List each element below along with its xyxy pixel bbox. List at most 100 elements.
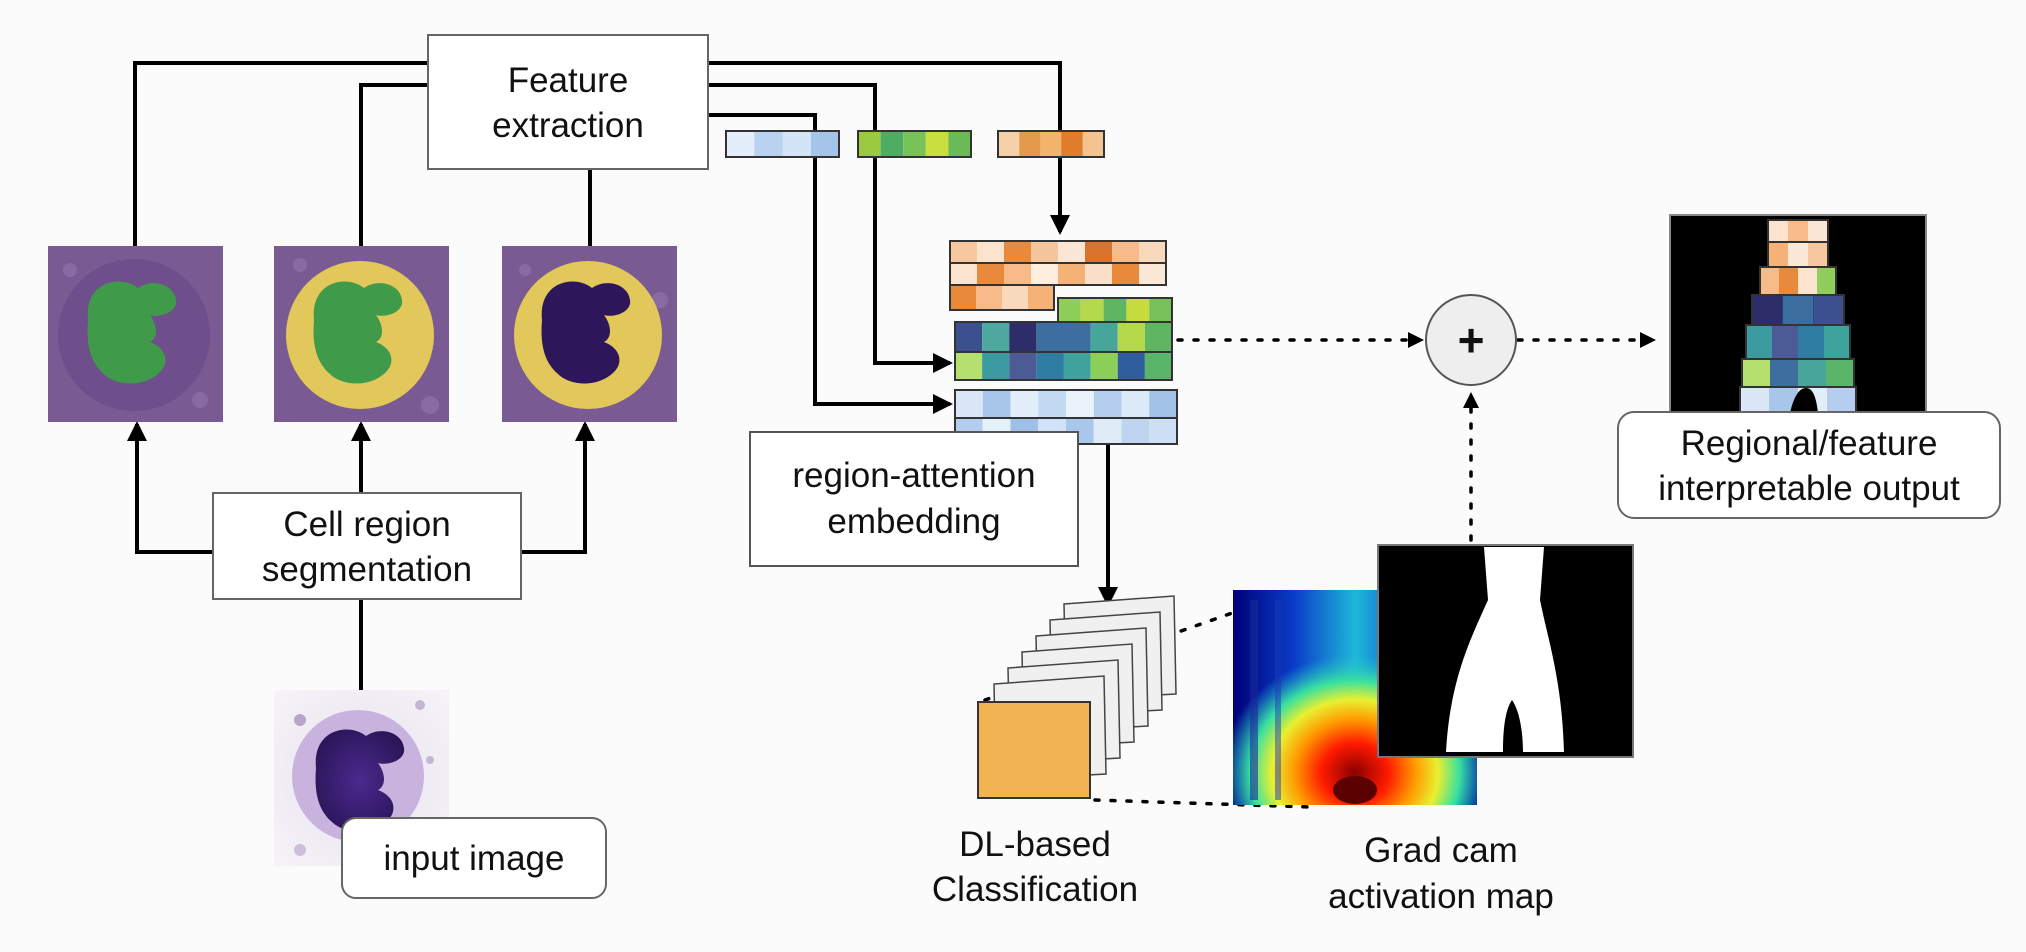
embedding-orange-row-cell bbox=[977, 241, 1004, 263]
output-region-row-cell bbox=[1742, 359, 1770, 387]
output-region-row-cell bbox=[1746, 325, 1772, 359]
dotted-class-to-cam-bottom bbox=[1093, 798, 1312, 809]
embedding-orange-row-cell bbox=[1004, 263, 1031, 285]
embedding-orange-row-cell bbox=[1058, 241, 1085, 263]
input-image-label: input image bbox=[384, 839, 565, 878]
green-feature-cell bbox=[948, 131, 971, 157]
output-region-row-cell bbox=[1788, 242, 1808, 267]
embedding-green-row-cell bbox=[1149, 298, 1172, 322]
orange-feature-cell bbox=[1061, 131, 1083, 157]
output-region-row-cell bbox=[1808, 220, 1828, 242]
embedding-green-row-cell bbox=[1144, 322, 1172, 352]
feature-extraction-box: Feature extraction bbox=[427, 34, 709, 170]
output-region-row-cell bbox=[1768, 220, 1788, 242]
embedding-green-row-cell bbox=[1126, 298, 1150, 322]
output-region-row-cell bbox=[1798, 325, 1824, 359]
embedding-blue-row-cell bbox=[982, 390, 1011, 418]
output-region-row-cell bbox=[1798, 359, 1826, 387]
gradcam-mask bbox=[1377, 544, 1634, 758]
arrowhead-up-to-combine bbox=[1463, 392, 1479, 408]
embedding-orange-row-cell bbox=[1112, 241, 1139, 263]
nucleus-green-mask-2 bbox=[313, 281, 403, 384]
embedding-green-row-cell bbox=[1058, 298, 1081, 322]
green-feature-outline bbox=[857, 130, 972, 158]
gradcam-label: Grad cam activation map bbox=[1328, 831, 1554, 916]
connector-feature-to-orange bbox=[707, 61, 1070, 235]
nucleus-dark-mask bbox=[541, 281, 631, 384]
blue-feature-outline bbox=[725, 130, 840, 158]
orange-feature-cell bbox=[1019, 131, 1041, 157]
segmentation-label-line1: Cell region bbox=[283, 505, 450, 544]
embedding-green-row-cell bbox=[1090, 352, 1118, 380]
output-region-row-cell bbox=[1808, 242, 1828, 267]
embedding-blue-row-cell bbox=[1121, 418, 1150, 444]
embedding-green-row-cell bbox=[1090, 322, 1118, 352]
nucleus-green-mask bbox=[87, 281, 177, 384]
classification-stack bbox=[977, 595, 1177, 799]
embedding-blue-row-cell bbox=[1093, 390, 1122, 418]
cell-image-nucleus bbox=[48, 246, 223, 422]
segmentation-label-line2: segmentation bbox=[262, 550, 472, 589]
connector-feature-to-blue bbox=[707, 113, 953, 414]
embedding-orange-row-cell bbox=[1139, 263, 1166, 285]
orange-feature-cell bbox=[1082, 131, 1104, 157]
embedding-green-row-cell bbox=[955, 322, 983, 352]
connector-cell2-to-feature bbox=[359, 83, 430, 246]
blue-feature-cell bbox=[726, 131, 755, 157]
feature-vector-orange bbox=[997, 130, 1105, 158]
embedding-stack bbox=[949, 240, 1178, 445]
connector-feature-to-green bbox=[707, 83, 953, 373]
embedding-orange-row-cell bbox=[950, 263, 977, 285]
output-region-row-cell bbox=[1798, 267, 1817, 295]
input-image-label-box: input image bbox=[341, 817, 607, 899]
connector-seg-to-cell1 bbox=[127, 421, 214, 554]
connector-lines bbox=[127, 61, 1118, 690]
embedding-green-row-cell bbox=[1103, 298, 1127, 322]
green-feature-cell bbox=[903, 131, 926, 157]
embedding-orange-row-cell bbox=[976, 285, 1002, 310]
combine-symbol: + bbox=[1458, 314, 1485, 366]
embedding-orange-row-cell bbox=[950, 241, 977, 263]
embedding-blue-row-cell bbox=[1149, 390, 1177, 418]
embedding-blue-row-cell bbox=[1010, 390, 1039, 418]
embedding-blue-row-cell bbox=[1121, 390, 1150, 418]
output-label-line1: Regional/feature bbox=[1681, 424, 1938, 463]
embedding-orange-row-cell bbox=[1058, 263, 1085, 285]
feature-vector-green bbox=[857, 130, 972, 158]
orange-feature-cell bbox=[998, 131, 1020, 157]
blue-feature-cell bbox=[782, 131, 811, 157]
output-region-row-cell bbox=[1782, 295, 1814, 325]
feature-extraction-label-line2: extraction bbox=[492, 106, 644, 145]
segmentation-box: Cell region segmentation bbox=[212, 492, 522, 600]
arrowhead-to-combine bbox=[1408, 332, 1424, 348]
embedding-green-row-cell bbox=[1117, 352, 1145, 380]
embedding-green-row-cell bbox=[1080, 298, 1104, 322]
arrowhead-to-output bbox=[1640, 332, 1656, 348]
gradcam-label-line1: Grad cam bbox=[1364, 831, 1518, 870]
embedding-green-row-cell bbox=[1009, 322, 1037, 352]
embedding-green-row-cell bbox=[1144, 352, 1172, 380]
embedding-orange-row-cell bbox=[977, 263, 1004, 285]
output-region-row-cell bbox=[1772, 325, 1798, 359]
embedding-orange-row-outline bbox=[949, 284, 1055, 311]
feature-vector-blue bbox=[725, 130, 840, 158]
embedding-orange-row-cell bbox=[1085, 241, 1112, 263]
embedding-green-row-cell bbox=[1063, 352, 1091, 380]
output-region-row-cell bbox=[1770, 359, 1798, 387]
output-body-grid bbox=[1739, 219, 1857, 414]
embedding-blue-row-cell bbox=[1093, 418, 1122, 444]
green-feature-cell bbox=[880, 131, 904, 157]
green-feature-cell bbox=[858, 131, 881, 157]
embedding-orange-row-cell bbox=[950, 285, 976, 310]
embedding-blue-row-cell bbox=[1066, 390, 1094, 418]
embedding-green-row-cell bbox=[955, 352, 983, 380]
embedding-green-row-cell bbox=[1036, 322, 1064, 352]
output-region-row-cell bbox=[1760, 267, 1779, 295]
embedding-orange-row-cell bbox=[1139, 241, 1166, 263]
embedding-orange-row-cell bbox=[1004, 241, 1031, 263]
output-region-row-cell bbox=[1826, 359, 1854, 387]
output-region-row-cell bbox=[1824, 325, 1850, 359]
blue-feature-cell bbox=[810, 131, 839, 157]
